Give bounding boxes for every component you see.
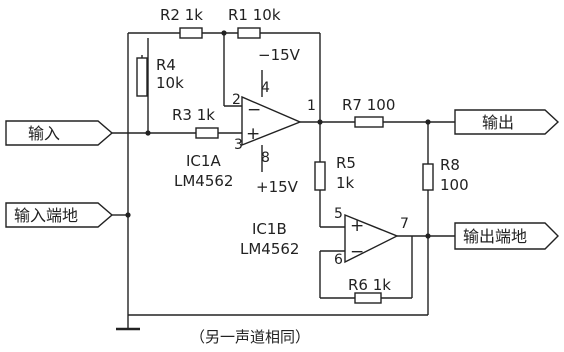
- junction-output-ground: [425, 233, 431, 239]
- resistor-r8: [422, 163, 434, 191]
- pin-1: 1: [307, 98, 316, 114]
- junction-ground-input: [125, 212, 131, 218]
- pin-5: 5: [334, 206, 343, 222]
- label-ic1b-part: LM4562: [240, 240, 299, 258]
- label-r8-value: 100: [440, 176, 469, 194]
- ic1a-plus-sign: +: [246, 124, 260, 144]
- pin-3: 3: [234, 137, 243, 153]
- label-r4-name: R4: [156, 56, 176, 74]
- label-port-output: 输出: [482, 113, 514, 132]
- pin-4: 4: [261, 80, 270, 96]
- port-output-shape: [454, 109, 560, 135]
- resistor-r7: [354, 116, 384, 128]
- junction-top: [221, 30, 227, 36]
- label-r8-name: R8: [440, 156, 460, 174]
- resistor-r3: [195, 127, 219, 139]
- label-r5-name: R5: [336, 154, 356, 172]
- junction-input: [145, 130, 151, 136]
- port-input-ground-shape: [5, 202, 114, 228]
- junctions: [125, 30, 431, 239]
- label-port-input-ground: 输入端地: [14, 206, 78, 225]
- label-port-input: 输入: [28, 124, 60, 143]
- label-r1: R1 10k: [228, 6, 281, 24]
- ic1b-minus-sign: −: [350, 242, 364, 262]
- label-supply-negative: −15V: [258, 46, 301, 64]
- ic1b-plus-sign: +: [350, 216, 364, 236]
- pin-6: 6: [334, 252, 343, 268]
- port-input-shape: [5, 120, 114, 146]
- opamp-ic1b: [344, 213, 399, 264]
- resistor-r4: [136, 57, 148, 97]
- opamp-ic1a: [241, 95, 302, 147]
- label-supply-positive: +15V: [256, 178, 299, 196]
- label-r2: R2 1k: [160, 6, 203, 24]
- label-r6: R6 1k: [348, 276, 391, 294]
- footnote-other-channel: （另一声道相同）: [190, 328, 310, 346]
- resistor-r1: [237, 27, 261, 39]
- pin-7: 7: [400, 216, 409, 232]
- pin-2: 2: [232, 92, 241, 108]
- label-ic1b-name: IC1B: [252, 220, 287, 238]
- label-r4-value: 10k: [156, 74, 184, 92]
- label-ic1a-part: LM4562: [174, 172, 233, 190]
- junction-ic1a-out: [317, 119, 323, 125]
- resistor-r5: [314, 161, 326, 191]
- junction-output: [425, 119, 431, 125]
- ic1a-minus-sign: −: [247, 100, 261, 120]
- resistor-r6: [354, 292, 382, 304]
- port-output-ground-shape: [454, 222, 559, 250]
- label-ic1a-name: IC1A: [186, 152, 221, 170]
- label-r7: R7 100: [342, 96, 395, 114]
- resistor-r2: [179, 27, 203, 39]
- label-port-output-ground: 输出端地: [463, 227, 527, 246]
- label-r5-value: 1k: [336, 174, 355, 192]
- label-r3: R3 1k: [172, 106, 215, 124]
- pin-8: 8: [261, 150, 270, 166]
